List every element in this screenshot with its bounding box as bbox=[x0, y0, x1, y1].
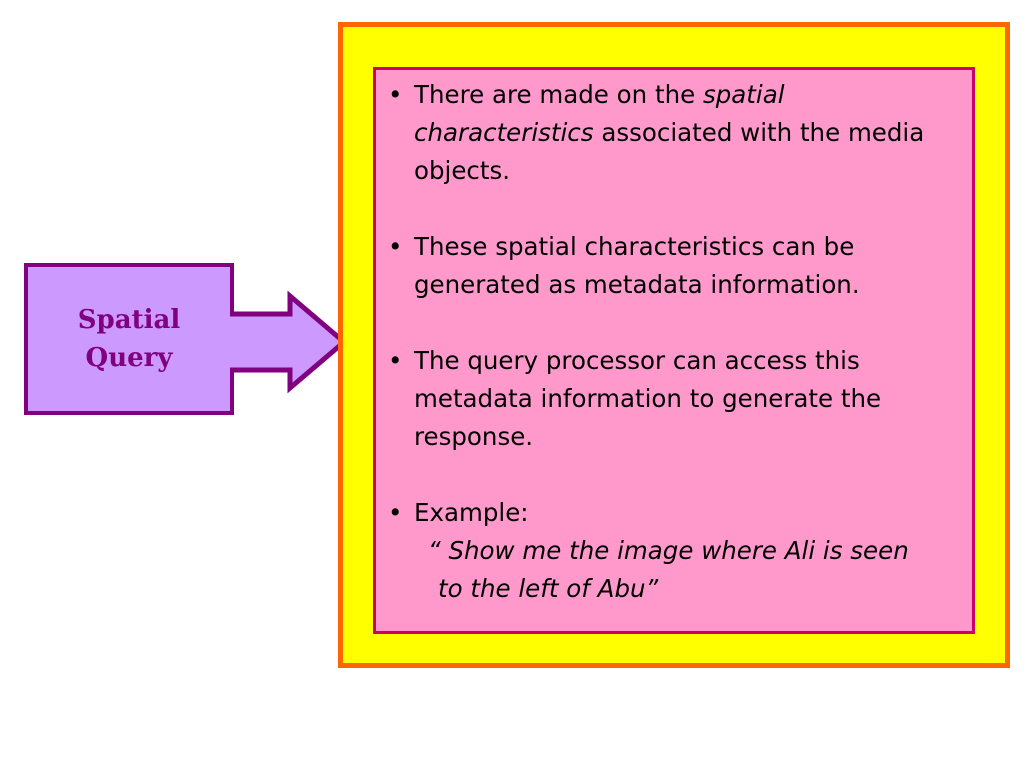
example-quote-line2: to the left of Abu” bbox=[438, 574, 659, 603]
example-quote-line1: “ Show me the image where Ali is seen bbox=[428, 536, 909, 565]
query-box-line2: Query bbox=[85, 343, 173, 373]
spatial-query-box: Spatial Query bbox=[24, 263, 234, 415]
bullet-item-2: • These spatial characteristics can be ge… bbox=[388, 228, 960, 304]
bullet-dot: • bbox=[388, 232, 403, 261]
bullet-item-3: • The query processor can access this met… bbox=[388, 342, 960, 456]
bullet-item-1: • There are made on the spatial character… bbox=[388, 76, 960, 190]
bullet-2-text: These spatial characteristics can be gen… bbox=[414, 232, 860, 299]
bullet-dot: • bbox=[388, 498, 403, 527]
bullet-dot: • bbox=[388, 80, 403, 109]
bullet-4-text: Example: bbox=[414, 498, 529, 527]
bullet-1-italic: spatial characteristics bbox=[414, 80, 785, 147]
bullet-1-text-end: associated with the media objects. bbox=[414, 118, 925, 185]
right-arrow-icon bbox=[228, 290, 348, 394]
bullet-dot: • bbox=[388, 346, 403, 375]
bullet-3-text: The query processor can access this meta… bbox=[414, 346, 882, 451]
content-panel: • There are made on the spatial character… bbox=[373, 67, 975, 634]
bullet-1-text: There are made on the bbox=[414, 80, 703, 109]
query-box-line1: Spatial bbox=[77, 305, 181, 335]
bullet-item-4: • Example: bbox=[388, 494, 960, 532]
